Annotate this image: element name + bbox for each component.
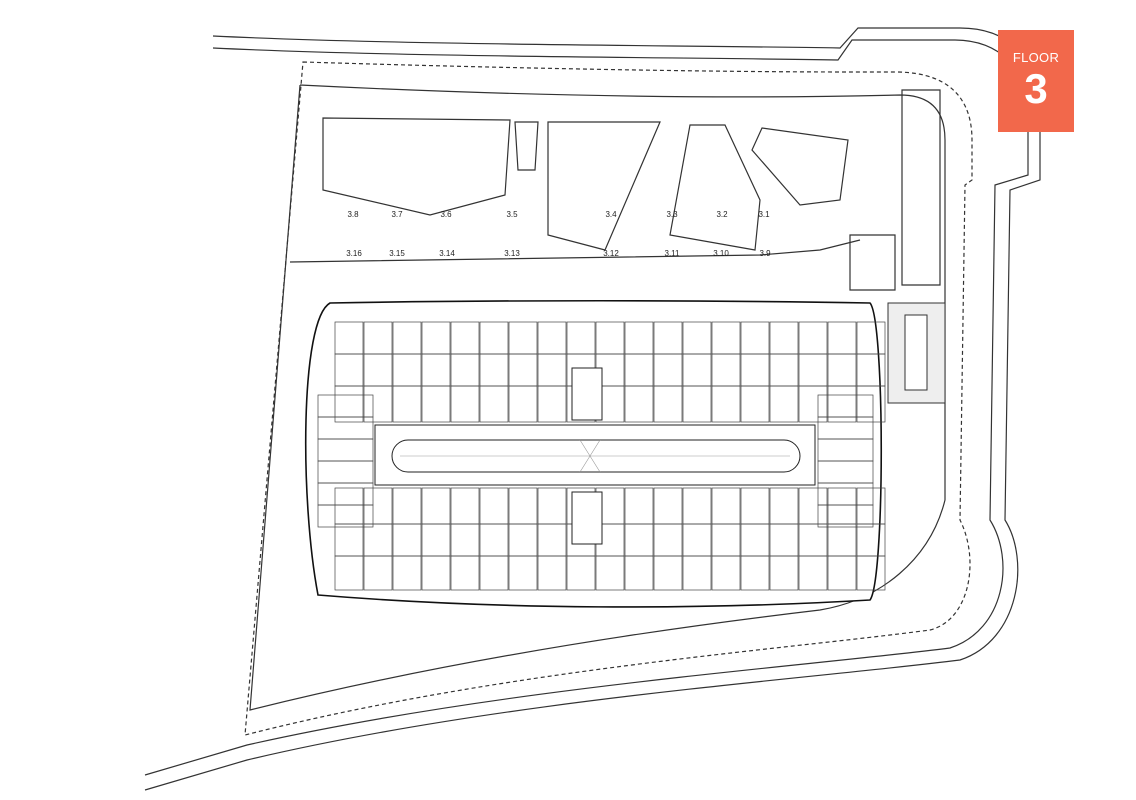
unit-label[interactable]: 3.3 — [666, 210, 678, 219]
unit-label[interactable]: 3.10 — [713, 249, 729, 258]
room — [392, 555, 422, 591]
room — [740, 555, 770, 591]
unit-labels-bottom: 3.16 3.15 3.14 3.13 3.12 3.11 3.10 3.9 — [346, 249, 771, 258]
room — [769, 385, 799, 423]
site-outline — [144, 27, 1041, 791]
unit-label[interactable]: 3.12 — [603, 249, 619, 258]
room — [682, 555, 712, 591]
room — [827, 385, 857, 423]
room — [334, 385, 364, 423]
room — [624, 555, 654, 591]
room — [421, 385, 451, 423]
room — [421, 555, 451, 591]
room — [817, 504, 874, 528]
stair-core-north — [571, 367, 603, 421]
room — [769, 555, 799, 591]
room — [479, 555, 509, 591]
unit-label[interactable]: 3.15 — [389, 249, 405, 258]
room — [479, 385, 509, 423]
unit-label[interactable]: 3.4 — [605, 210, 617, 219]
pool — [887, 302, 946, 404]
room — [334, 555, 364, 591]
room — [537, 385, 567, 423]
room — [566, 555, 596, 591]
room — [856, 385, 886, 423]
room — [624, 385, 654, 423]
unit-label[interactable]: 3.5 — [506, 210, 518, 219]
building — [304, 299, 886, 608]
room — [595, 555, 625, 591]
stair-core-south — [571, 491, 603, 545]
unit-label[interactable]: 3.7 — [391, 210, 403, 219]
room — [711, 555, 741, 591]
room — [653, 385, 683, 423]
unit-label[interactable]: 3.13 — [504, 249, 520, 258]
room — [653, 555, 683, 591]
room — [740, 385, 770, 423]
unit-label[interactable]: 3.11 — [665, 249, 681, 258]
room — [450, 555, 480, 591]
unit-labels-top: 3.8 3.7 3.6 3.5 3.4 3.3 3.2 3.1 — [347, 210, 770, 219]
unit-label[interactable]: 3.1 — [758, 210, 770, 219]
room — [856, 555, 886, 591]
unit-label[interactable]: 3.16 — [346, 249, 362, 258]
room — [508, 555, 538, 591]
room — [798, 555, 828, 591]
unit-label[interactable]: 3.2 — [716, 210, 728, 219]
room — [537, 555, 567, 591]
room — [508, 385, 538, 423]
unit-label[interactable]: 3.14 — [439, 249, 455, 258]
room — [363, 385, 393, 423]
unit-label[interactable]: 3.6 — [440, 210, 452, 219]
room — [827, 555, 857, 591]
room — [798, 385, 828, 423]
room — [711, 385, 741, 423]
room — [392, 385, 422, 423]
room — [363, 555, 393, 591]
room — [317, 504, 374, 528]
unit-label[interactable]: 3.8 — [347, 210, 359, 219]
unit-label[interactable]: 3.9 — [759, 249, 771, 258]
floor-badge-number: 3 — [1024, 65, 1048, 112]
floor-badge-label: FLOOR — [1012, 50, 1060, 65]
room — [450, 385, 480, 423]
floor-badge: FLOOR 3 — [998, 30, 1074, 132]
room — [682, 385, 712, 423]
